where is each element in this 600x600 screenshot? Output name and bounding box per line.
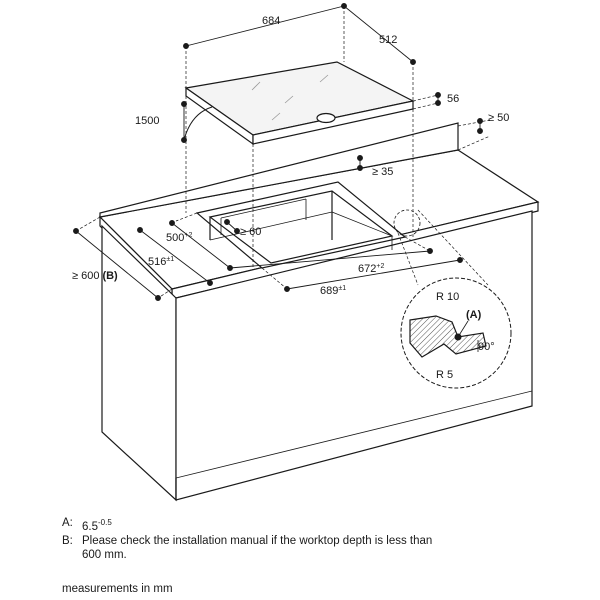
cable [183, 106, 213, 141]
label-cutout-width-inner: 672+2 [358, 263, 384, 275]
label-cutout-depth-inner: 500+2 [166, 232, 192, 244]
note-a-value: 6.5 [82, 520, 98, 533]
label-cutout-width-outer: 689±1 [320, 285, 346, 297]
label-hob-depth: 512 [379, 34, 397, 46]
label-ref-a: (A) [466, 309, 482, 321]
label-rear-clearance: ≥ 50 [488, 112, 509, 124]
label-hob-width: 684 [262, 15, 280, 27]
notes: A: 6.5-0.5 B: Please check the installat… [62, 516, 442, 562]
label-hob-height: 56 [447, 93, 459, 105]
label-angle: 90° [478, 341, 495, 353]
note-a-tolerance: -0.5 [98, 518, 112, 527]
note-key: B: [62, 534, 73, 547]
label-cable-length: 1500 [135, 115, 159, 127]
hob-knob [316, 112, 336, 124]
dimension-labels: 684 512 56 1500 ≥ 50 ≥ 35 ≥ 60 500+2 516… [72, 15, 509, 381]
measurement-units-note: measurements in mm [62, 583, 173, 595]
label-radius-bottom: R 5 [436, 369, 453, 381]
note-b: B: Please check the installation manual … [62, 534, 442, 562]
label-side-clearance: ≥ 60 [240, 226, 261, 238]
label-worktop-depth: ≥ 600(B) [72, 270, 118, 282]
label-front-to-cutout: ≥ 35 [372, 166, 393, 178]
label-cutout-depth-outer: 516±1 [148, 256, 174, 268]
note-b-text: Please check the installation manual if … [82, 534, 433, 561]
hob [184, 61, 415, 146]
note-a-body: 6.5-0.5 [82, 516, 442, 534]
dimension-lines [73, 3, 483, 301]
projection-lines [75, 6, 491, 299]
note-key: A: [62, 517, 73, 529]
edge-profile [409, 315, 487, 358]
detail-circle [393, 209, 512, 389]
note-a: A: 6.5-0.5 [62, 516, 442, 534]
label-radius-top: R 10 [436, 291, 459, 303]
